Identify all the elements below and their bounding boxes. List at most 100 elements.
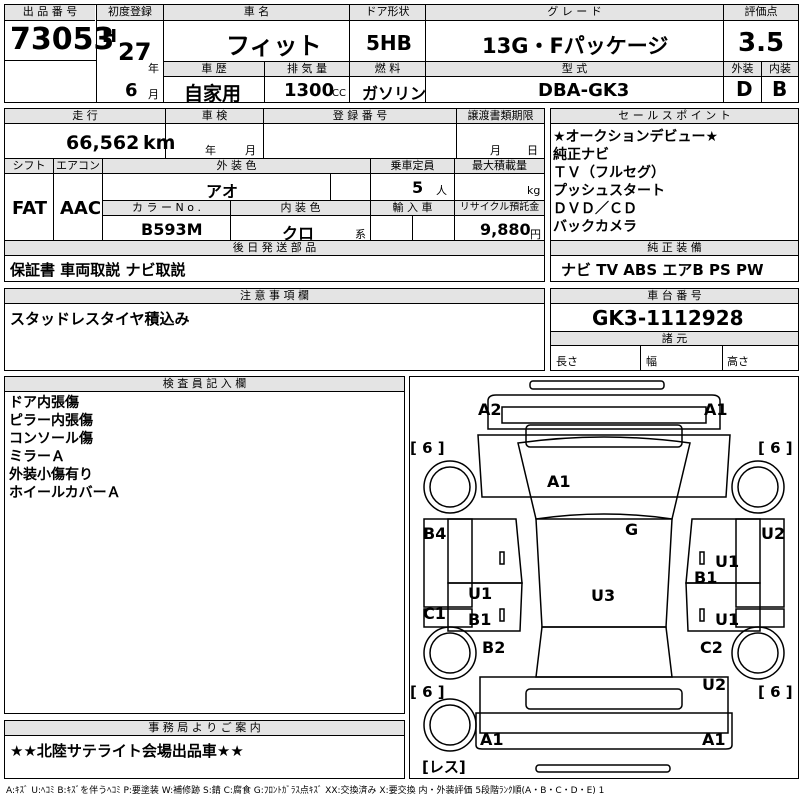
sales-points-box xyxy=(550,108,799,282)
notes-label: 注 意 事 項 欄 xyxy=(5,289,544,304)
genuine-label: 純 正 装 備 xyxy=(551,241,798,256)
capacity: 5 xyxy=(412,178,424,197)
genuine-equipment: ナビ TV ABS エアB PS PW xyxy=(561,261,764,279)
ext-color-label: 外 装 色 xyxy=(103,159,370,174)
mark-u2-right: U2 xyxy=(761,524,785,543)
recycle-label: リサイクル預託金 xyxy=(455,201,544,216)
int-color: クロ xyxy=(282,224,315,243)
month-unit: 月 xyxy=(148,88,159,101)
specs-label: 諸 元 xyxy=(551,332,798,346)
damage-legend: A:ｷｽﾞ U:ﾍｺﾐ B:ｷｽﾞを伴うﾍｺﾐ P:要塗装 W:補修跡 S:錆 … xyxy=(6,786,605,796)
transfer-month-unit: 月 xyxy=(490,144,501,157)
car-name-label: 車 名 xyxy=(164,5,349,21)
ext-score-label: 外装 xyxy=(724,62,761,77)
ac-label: エアコン xyxy=(54,159,102,174)
tire-rear-left: [ 6 ] xyxy=(410,683,445,701)
model-label: 型 式 xyxy=(426,62,723,77)
mark-b1-right: B1 xyxy=(694,568,717,587)
grade-label: グ レ ー ド xyxy=(426,5,723,21)
reg-year: 27 xyxy=(118,38,152,66)
car-name: フィット xyxy=(226,32,322,60)
mark-b1-left: B1 xyxy=(468,610,491,629)
mark-a1-hood: A1 xyxy=(547,472,571,491)
lot-number: 73053 xyxy=(10,22,115,57)
inspector-note-item: 外装小傷有り xyxy=(9,467,93,483)
mileage-label: 走 行 xyxy=(5,109,165,124)
sales-point-item: バックカメラ xyxy=(553,219,637,235)
top-header-box xyxy=(4,4,799,103)
history: 自家用 xyxy=(184,83,242,105)
inspector-note-item: コンソール傷 xyxy=(9,431,93,447)
mark-g: G xyxy=(625,520,638,539)
notes: スタッドレスタイヤ積込み xyxy=(10,310,190,328)
displacement-label: 排 気 量 xyxy=(265,62,349,77)
spec-width-label: 幅 xyxy=(646,355,657,368)
mark-u1-left: U1 xyxy=(468,584,492,603)
notes-box xyxy=(4,288,545,371)
sales-points-label: セ ー ル ス ポ イ ン ト xyxy=(551,109,798,124)
sales-point-item: ＤＶＤ／ＣＤ xyxy=(553,201,637,217)
mark-a1-rear-left: A1 xyxy=(480,730,504,749)
damage-diagram-box xyxy=(409,376,799,779)
fuel: ガソリン xyxy=(362,84,427,103)
chassis-number: GK3-1112928 xyxy=(592,306,744,330)
mark-u1-right-2: U1 xyxy=(715,610,739,629)
era: H xyxy=(102,26,118,47)
sales-point-item: 純正ナビ xyxy=(553,147,609,163)
tire-front-right: [ 6 ] xyxy=(758,439,793,457)
ext-color: アオ xyxy=(206,182,239,201)
car-damage-diagram: A2 A1 A1 G B4 U2 U1 B1 U1 B1 U3 C1 U1 B2… xyxy=(410,380,793,776)
inspector-note-item: ミラーＡ xyxy=(9,449,65,465)
spare-tire-status: [レス] xyxy=(422,758,466,776)
inspector-label: 検 査 員 記 入 欄 xyxy=(5,377,404,392)
mileage-unit: km xyxy=(143,132,176,154)
tire-rear-right: [ 6 ] xyxy=(758,683,793,701)
inspector-note-item: ピラー内張傷 xyxy=(9,413,93,429)
load-unit: kg xyxy=(527,184,541,197)
year-unit: 年 xyxy=(148,62,159,75)
mileage: 66,562 xyxy=(66,132,140,154)
transfer-day-unit: 日 xyxy=(527,144,538,157)
mark-c1: C1 xyxy=(423,604,446,623)
inspector-note-item: ホイールカバーＡ xyxy=(9,485,121,501)
inspection-label: 車 検 xyxy=(166,109,263,124)
spec-length-label: 長さ xyxy=(556,355,578,368)
color-no-label: カ ラ ー N o . xyxy=(103,201,230,216)
displacement-unit: CC xyxy=(332,88,346,99)
load-label: 最大積載量 xyxy=(455,159,544,174)
sales-point-item: ★オークションデビュー★ xyxy=(553,129,719,145)
mark-a2: A2 xyxy=(478,400,502,419)
model-code: DBA-GK3 xyxy=(538,80,630,101)
inspection-year-unit: 年 xyxy=(205,144,216,157)
mark-u3: U3 xyxy=(591,586,615,605)
mark-u1-right-1: U1 xyxy=(715,552,739,571)
score-value: 3.5 xyxy=(738,28,785,58)
office-label: 事 務 局 よ り ご 案 内 xyxy=(5,721,404,736)
lot-label: 出 品 番 号 xyxy=(5,5,95,21)
mark-u2-bottom-right: U2 xyxy=(702,675,726,694)
inspector-box xyxy=(4,376,405,714)
int-score-label: 内装 xyxy=(762,62,798,77)
capacity-unit: 人 xyxy=(436,184,447,197)
reg-no-label: 登 録 番 号 xyxy=(264,109,456,124)
shift: FAT xyxy=(12,198,48,219)
reg-month: 6 xyxy=(125,80,138,101)
spec-height-label: 高さ xyxy=(727,355,749,368)
office-notice: ★★北陸サテライト会場出品車★★ xyxy=(10,742,244,760)
mark-b4: B4 xyxy=(423,524,446,543)
ext-score: D xyxy=(736,77,753,101)
recycle-fee: 9,880 xyxy=(480,220,531,239)
history-label: 車 歴 xyxy=(164,62,264,77)
door-type: 5HB xyxy=(366,31,412,55)
mark-c2: C2 xyxy=(700,638,723,657)
chassis-label: 車 台 番 号 xyxy=(551,289,798,304)
inspector-notes: ドア内張傷ピラー内張傷コンソール傷ミラーＡ 外装小傷有りホイールカバーＡ xyxy=(9,394,121,502)
door-label: ドア形状 xyxy=(350,5,425,21)
first-reg-label: 初度登録 xyxy=(97,5,163,21)
inspector-note-item: ドア内張傷 xyxy=(9,395,79,411)
import-label: 輸 入 車 xyxy=(371,201,454,216)
int-color-label: 内 装 色 xyxy=(231,201,370,216)
mark-b2: B2 xyxy=(482,638,505,657)
mark-a1-rear-right: A1 xyxy=(702,730,726,749)
